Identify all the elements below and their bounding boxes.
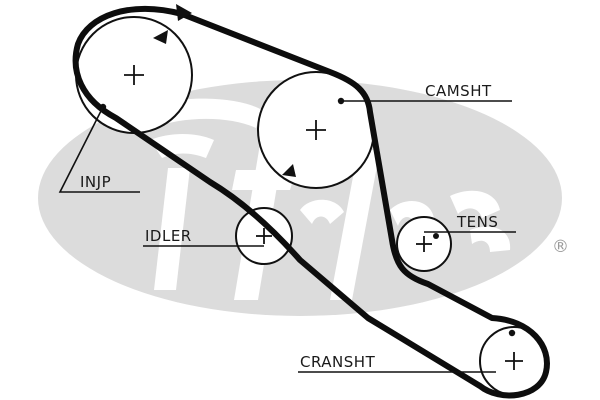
camshaft-alignment-arrow — [282, 164, 296, 177]
idler-label: IDLER — [145, 227, 192, 245]
camshaft-label: CAMSHT — [425, 82, 492, 100]
injection-pump-leader — [58, 106, 140, 193]
injection-pump-label: INJP — [80, 173, 111, 191]
idler-pulley — [235, 207, 293, 265]
belt-direction-arrow-top — [176, 4, 192, 21]
tensioner-pulley — [396, 216, 452, 272]
crankshaft-timing-mark — [508, 329, 516, 337]
tensioner-label: TENS — [456, 213, 498, 231]
timing-belt — [72, 5, 550, 399]
registered-mark: ® — [552, 237, 569, 257]
tensioner-pivot-mark — [433, 233, 439, 239]
injection-pump-alignment-arrow — [153, 30, 168, 44]
injection-pump-pulley — [75, 16, 193, 134]
crankshaft-label: CRANSHT — [300, 353, 376, 371]
crankshaft-pulley — [479, 326, 549, 396]
